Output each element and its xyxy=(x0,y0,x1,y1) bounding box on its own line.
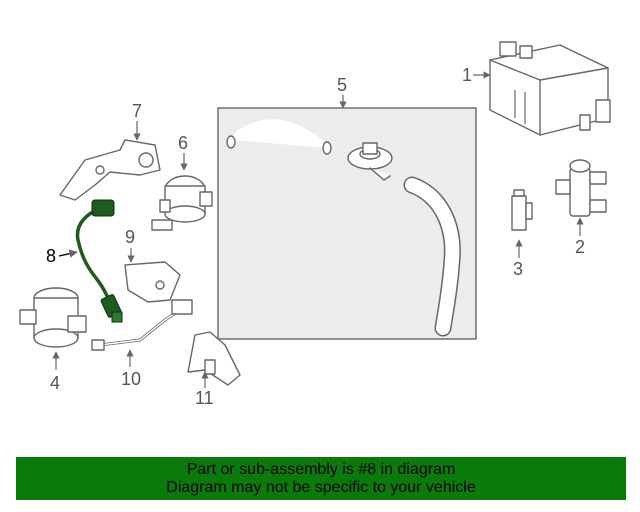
callout-1: 1 xyxy=(462,65,472,85)
callout-11: 11 xyxy=(195,388,214,408)
callout-7: 7 xyxy=(132,101,142,121)
part-8-oxygen-sensor[interactable] xyxy=(75,199,123,323)
banner-line-2: Diagram may not be specific to your vehi… xyxy=(166,479,476,496)
part-2-valve[interactable] xyxy=(555,159,607,217)
part-11-bracket[interactable] xyxy=(187,331,241,386)
callout-6: 6 xyxy=(178,133,188,153)
part-10-sensor[interactable] xyxy=(91,299,193,351)
parts-diagram: 5 1 2 3 6 xyxy=(19,41,611,408)
callout-5: 5 xyxy=(337,75,347,95)
part-5-hose-group[interactable] xyxy=(217,107,477,340)
part-4-canister-valve[interactable] xyxy=(19,287,87,348)
callout-4: 4 xyxy=(50,373,60,393)
part-3-sensor[interactable] xyxy=(511,189,533,231)
part-1-canister[interactable] xyxy=(489,41,611,136)
banner-line-1: Part or sub-assembly is #8 in diagram xyxy=(186,461,456,478)
part-6-solenoid[interactable] xyxy=(151,175,213,231)
part-7-bracket[interactable] xyxy=(59,139,161,201)
callout-2: 2 xyxy=(575,237,585,257)
callout-3: 3 xyxy=(513,259,523,279)
callout-8: 8 xyxy=(46,246,56,266)
callout-9: 9 xyxy=(125,227,135,247)
info-banner: Part or sub-assembly is #8 in diagram Di… xyxy=(16,457,626,500)
callout-10: 10 xyxy=(121,369,141,389)
part-9-bracket[interactable] xyxy=(124,261,181,303)
